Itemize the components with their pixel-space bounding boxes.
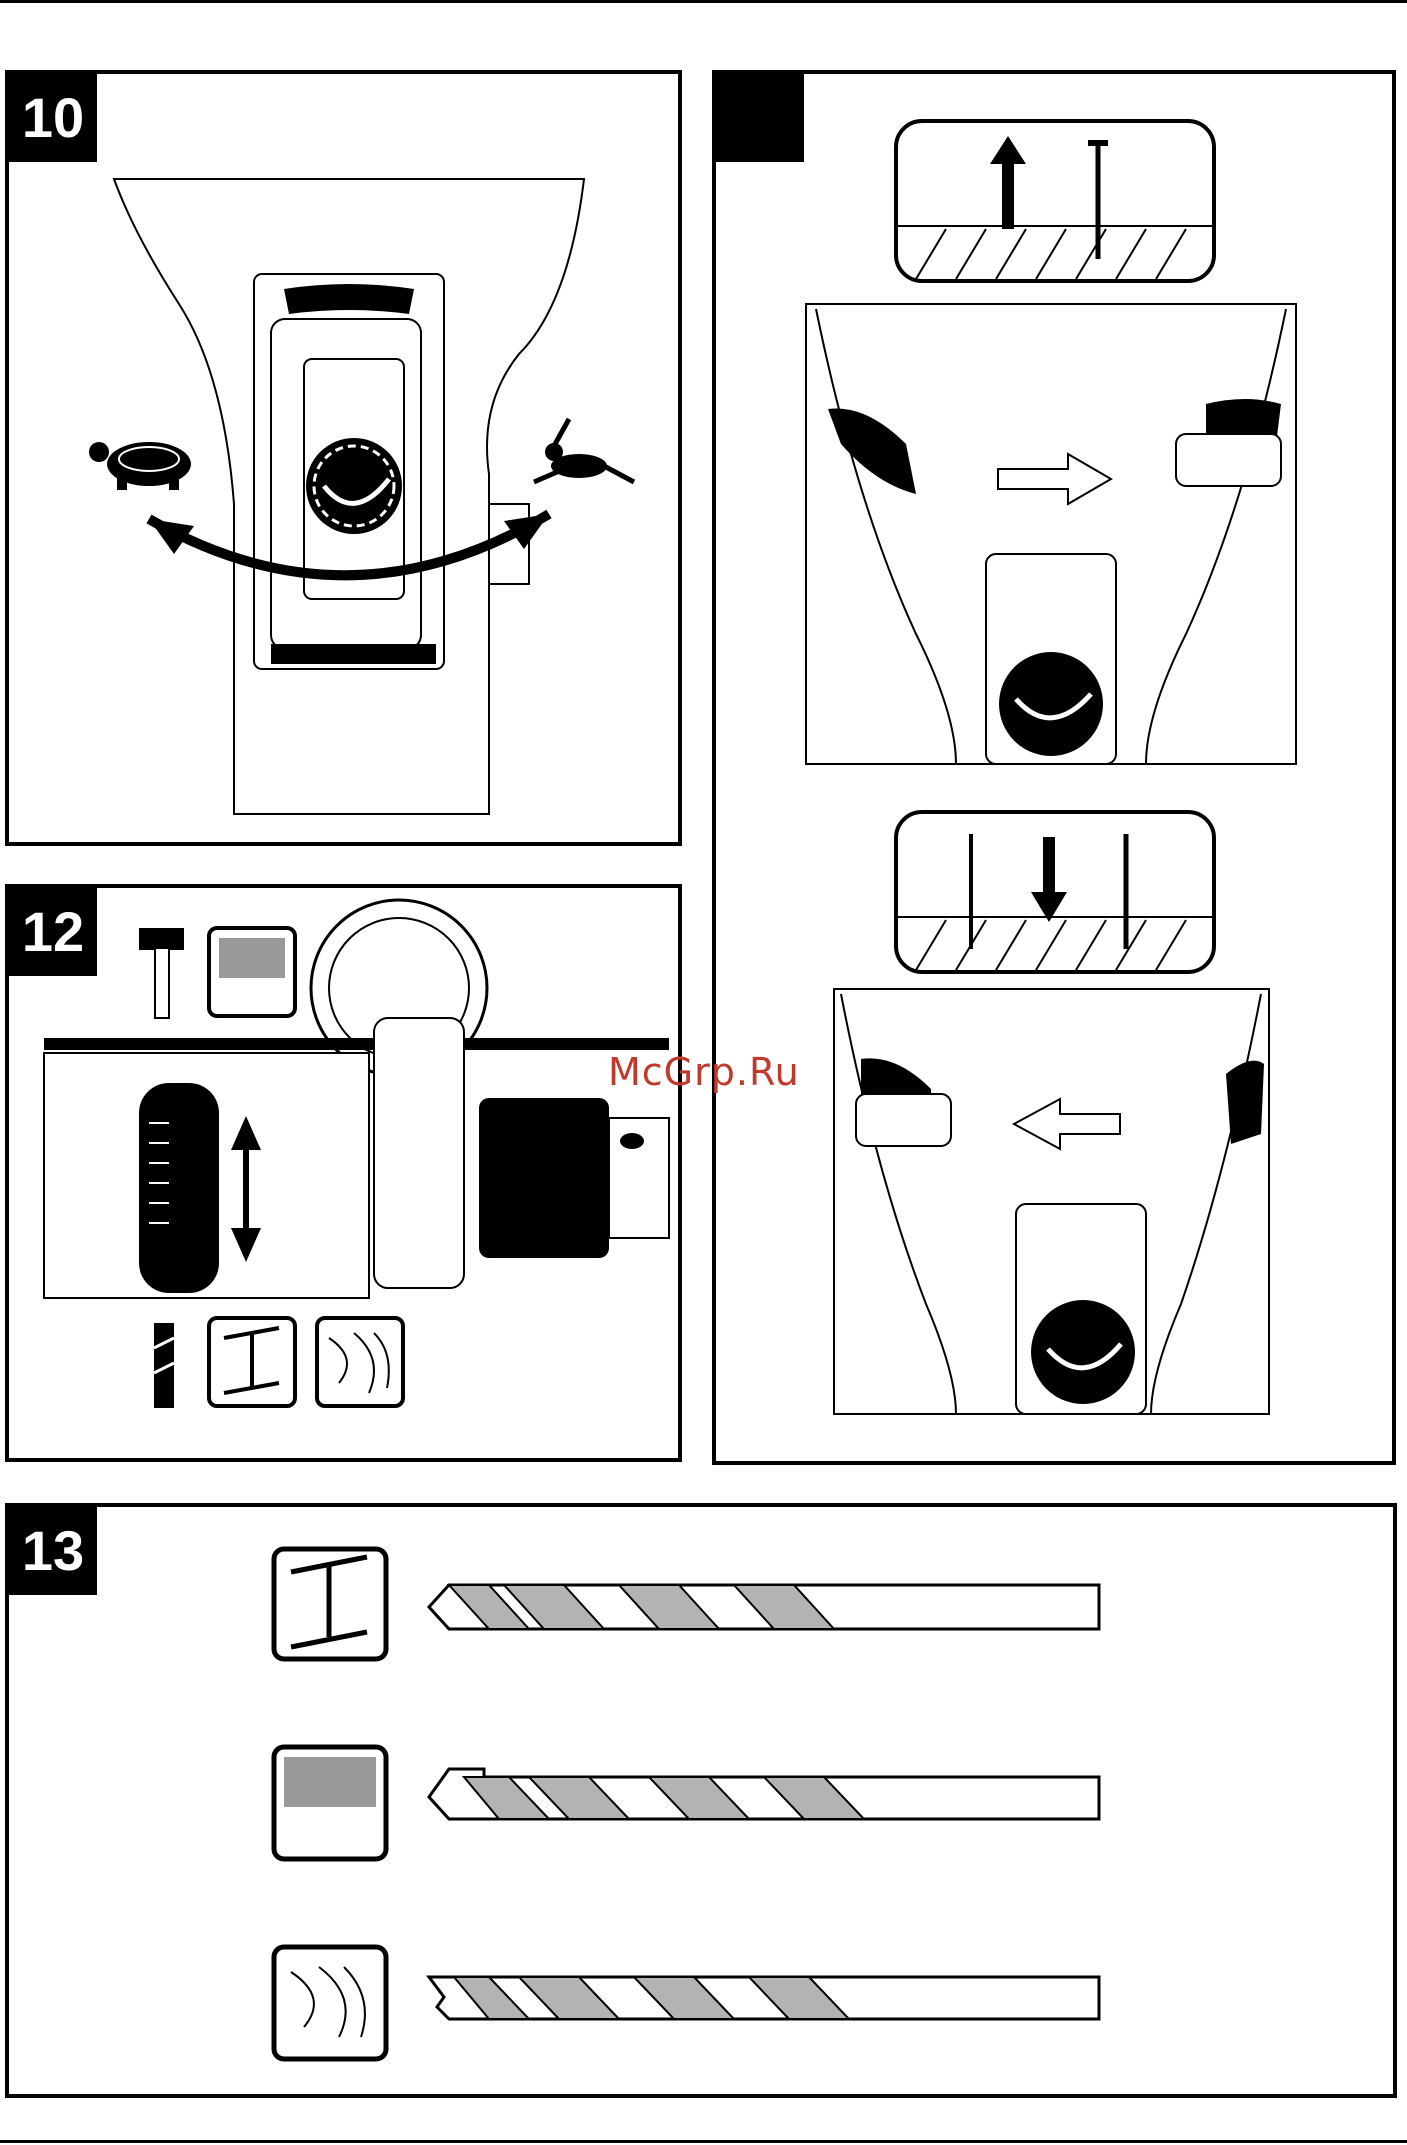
drill-bit-icon: [154, 1323, 174, 1408]
turtle-slow-icon: [89, 442, 191, 490]
switch-right-icon: [998, 454, 1111, 504]
masonry-drill-bit: [429, 1769, 1099, 1819]
rabbit-fast-icon: [534, 419, 634, 482]
figure-11-panel: [712, 70, 1396, 1465]
wood-icon: [317, 1318, 403, 1406]
screw-in-icon: [896, 812, 1214, 972]
steel-beam-icon: [274, 1549, 386, 1659]
masonry-icon: [274, 1747, 386, 1859]
drill-bit-types-illustration: [9, 1507, 1393, 2094]
masonry-icon: [209, 928, 295, 1016]
metal-drill-bit: [429, 1585, 1099, 1629]
direction-switch-illustration: [716, 74, 1392, 1461]
wood-drill-bit: [429, 1977, 1099, 2019]
figure-10-panel: 10: [5, 70, 682, 846]
speed-dial-icon: [306, 438, 402, 534]
bottom-rule: [0, 2140, 1407, 2143]
switch-left-icon: [1014, 1099, 1120, 1149]
figure-12-panel: 12: [5, 884, 682, 1462]
steel-beam-icon: [209, 1318, 295, 1406]
wood-icon: [274, 1947, 386, 2059]
depth-stop-illustration: [9, 888, 678, 1458]
screw-out-icon: [896, 121, 1214, 281]
top-rule: [0, 0, 1407, 3]
watermark: McGrp.Ru: [608, 1050, 800, 1094]
hammer-icon: [139, 928, 184, 1018]
speed-control-illustration: [9, 74, 678, 842]
figure-13-panel: 13: [5, 1503, 1397, 2098]
